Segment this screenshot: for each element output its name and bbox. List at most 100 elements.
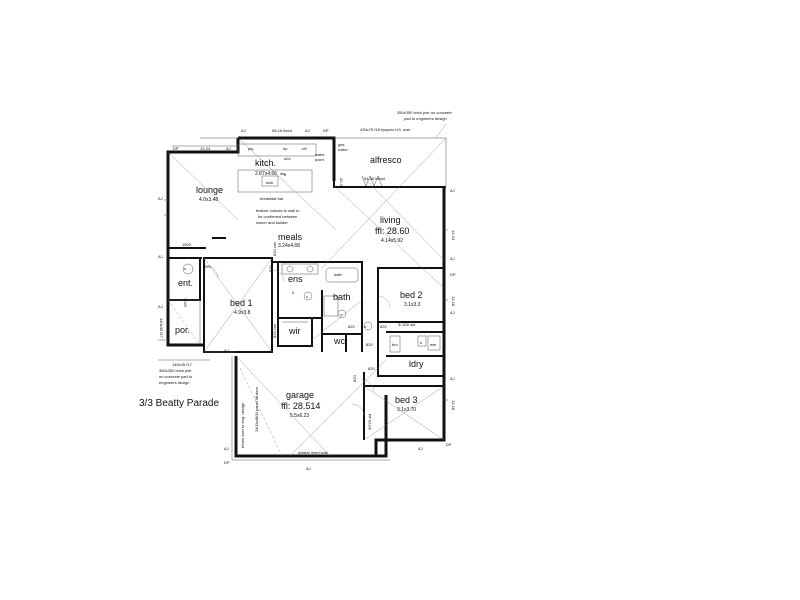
fixtures [158,137,448,417]
bath-note: bath [334,272,342,277]
door-820-wc: 820 [366,342,373,347]
gas-water-2: water [338,147,348,152]
ensuite-label: ens [288,274,303,284]
door-820-garage: 820 [352,375,357,382]
aj-left-3: AJ [158,304,163,309]
bed2-dims: 3.1x3.3 [404,302,421,308]
gas-water-1: gas [338,142,344,147]
feature-cutouts-1: feature cutouts to wall to [256,208,300,213]
kitchen-label: kitch. [255,158,276,168]
dim-1224-top: 12-24 [200,146,211,151]
plaster-wall-label: plaster lined wall [298,450,328,455]
dim-1218-right-b: 12-18 [451,400,456,411]
sld-3620: 3/ 620 sld [398,322,415,327]
meals-label: meals [278,232,303,242]
door-820-bed2: 820 [380,324,387,329]
aj-right-2: AJ [450,256,455,261]
dp-top: DP [323,128,329,133]
garage-dims: 5.5x6.23 [290,413,309,419]
dim-1218-right: 12-18 [451,296,456,307]
bed2-label: bed 2 [400,290,423,300]
water-point-2: point [315,157,325,162]
v2-label: v [340,312,342,317]
living-label: living [380,215,401,225]
aj-top-2: AJ [241,128,246,133]
dim-1500: 1500 [182,242,192,247]
aj-top-3: AJ [226,146,231,151]
brick-pier-top-note-2: pad to engineers design [404,116,447,121]
laundry-label: ldry [409,359,424,369]
beam-140: 140x45 f17 [172,362,193,367]
living-dims: 4.14x5.92 [381,238,403,244]
aj-right-1: AJ [450,188,455,193]
meals-dims: 3.24x4.68 [278,243,300,249]
aj-left-1: AJ [158,196,163,201]
pantry-label: pty [248,146,253,151]
mbe-label: mbe [406,329,415,334]
aj-bottom-right: AJ [418,446,423,451]
living-ffl: ffl: 28.60 [375,226,409,236]
h-label: h [292,290,294,295]
hotplate-label: hp [283,146,288,151]
ubo-label: ubo [284,156,291,161]
sld-3720: 3/720 sld [367,414,372,430]
garage-ffl: ffl: 28.514 [281,401,320,411]
brick-pier-left-3: engineers design [159,380,189,385]
beam-140-left: 140x45 f17 [159,318,164,339]
feature-cutouts-2: be confirmed between [258,214,297,219]
bed1-label: bed 1 [230,298,253,308]
dim-1224-right: 12-24 [451,230,456,241]
sink-label: sink [266,180,273,185]
bed3-dims: 3.1x3.70 [397,407,416,413]
door-820-ens: 820 [268,265,273,272]
beam-garage-label: beam over to eng. design [240,403,245,448]
sink-b-label: s [420,340,422,345]
door-820-ldry: 820 [368,366,375,371]
aj-left-2: AJ [158,254,163,259]
ensuite-toilet-icon [303,291,313,301]
smoke-alarm-icon [182,263,194,275]
garage-door-label: 2400x4800 panel lift door [254,386,259,432]
aj-left-4: AJ [224,348,229,353]
feature-cutouts-3: owner and builder [256,220,288,225]
s-entry: s [184,266,186,271]
annotations: 350x350 brick pier on concrete pad to en… [158,110,456,471]
kitchen-dims: 2.87x4.66 [255,171,277,177]
address-label: 3/3 Beatty Parade [139,398,220,409]
lounge-label: lounge [196,185,223,195]
v1-label: v [306,294,308,299]
bro-label: bro [392,342,399,347]
dp-bottom-left: DP [224,460,230,465]
wir-label: wir [288,326,301,336]
aj-right-4: AJ [450,376,455,381]
brick-pier-top-note-1: 350x350 brick pier on concrete [397,110,452,115]
alfresco-label: alfresco [370,155,402,165]
aj-top-1: AJ [305,128,310,133]
brick-pier-left-1: 350x350 brick pier [159,368,192,373]
room-labels: kitch. 2.87x4.66 alfresco lounge 4.0x3.4… [175,155,424,419]
dim-1020: 1020 [183,298,188,308]
window-0516: 05-16 fixed [272,128,292,133]
porch-label: por. [175,325,190,335]
dp-right-1: DP [450,272,456,277]
aj-right-3: AJ [450,310,455,315]
entry-label: ent. [178,278,193,288]
breakfast-bar-label: breakfast bar [260,196,284,201]
cav-820-ens: 820 cav [272,242,277,256]
dp-left-top: DP [173,146,179,151]
dp-right-2: DP [446,442,452,447]
bifold-label: 24-36 bifold [364,176,385,181]
bed3-label: bed 3 [395,395,418,405]
lounge-dims: 4.0x3.48 [199,197,218,203]
water-point-1: water [315,152,325,157]
wc-label: wc [333,336,345,346]
fridge-label: ref [302,146,308,151]
lvl-over-note: 430x75 f18 hyspan LVL over [360,127,411,132]
garage-label: garage [286,390,314,400]
brick-pier-left-2: on concrete pad to [159,374,193,379]
wm-label: wm [430,342,437,347]
roof-lines [167,123,447,457]
walls [166,136,447,461]
dw-label: dw [280,171,285,176]
